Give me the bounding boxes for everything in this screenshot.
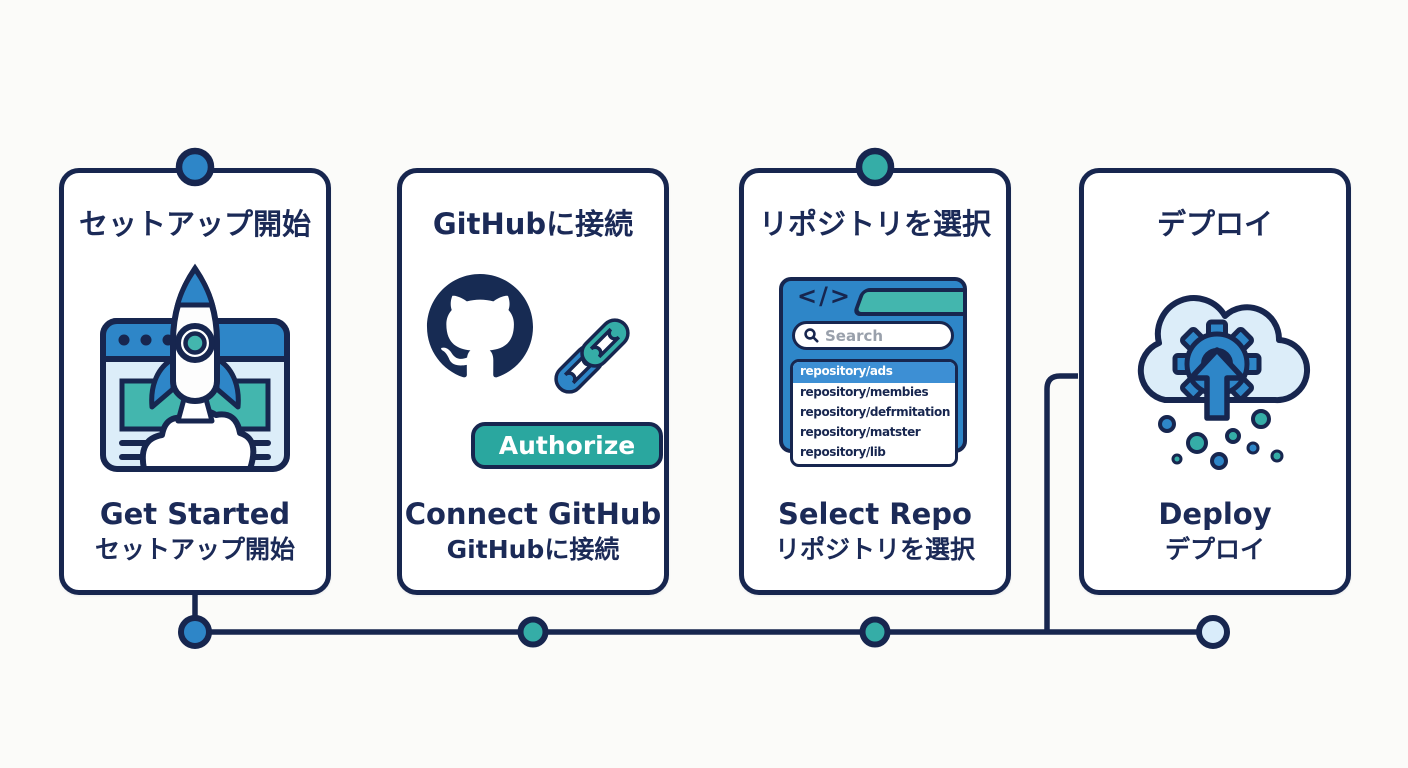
repo-row[interactable]: repository/membies	[800, 384, 929, 399]
repo-row-selected[interactable]: repository/ads	[793, 362, 955, 383]
step-title: デプロイ	[1156, 207, 1273, 241]
timeline-dot-1	[178, 615, 212, 649]
rocket-icon	[149, 264, 241, 424]
folder-tab	[851, 288, 963, 317]
step-label-jp: セットアップ開始	[94, 534, 295, 564]
upload-arrow-icon	[1188, 347, 1246, 422]
authorize-button[interactable]: Authorize	[470, 421, 664, 470]
step-card-deploy: デプロイ	[1079, 168, 1351, 595]
step-card-get-started: セットアップ開始	[59, 168, 331, 595]
step-label-jp: GitHubに接続	[446, 534, 620, 564]
timeline-branch	[1044, 373, 1078, 632]
step-title: リポジトリを選択	[758, 207, 991, 241]
search-placeholder: Search	[825, 326, 884, 345]
repo-row[interactable]: repository/defrmitation	[800, 404, 951, 419]
timeline-dot-3	[859, 616, 891, 648]
deploy-particles	[1158, 409, 1284, 471]
code-glyph: </>	[797, 282, 852, 311]
github-icon	[427, 273, 533, 378]
repo-row[interactable]: repository/lib	[800, 445, 886, 460]
cloud-deploy-icon	[1137, 295, 1311, 471]
timeline-dot-4	[1196, 615, 1230, 649]
chain-link-icon	[554, 318, 630, 394]
repo-row[interactable]: repository/matster	[800, 424, 921, 439]
search-icon	[804, 328, 819, 343]
rocket-browser-icon	[100, 264, 290, 473]
repo-picker: </> Search repository/ads repository/mem…	[777, 277, 973, 468]
step-label-jp: デプロイ	[1164, 534, 1265, 564]
step-card-select-repo: リポジトリを選択 </> Search repository/ads repos…	[739, 168, 1011, 595]
step-label-en: Select Repo	[777, 496, 972, 531]
repo-list: repository/ads repository/membies reposi…	[790, 359, 958, 468]
timeline-dot-2	[517, 616, 549, 648]
step-label-en: Get Started	[99, 496, 291, 531]
step-label-en: Connect GitHub	[404, 496, 662, 531]
step-label-en: Deploy	[1158, 496, 1272, 531]
step-card-connect-github: GitHubに接続	[397, 168, 669, 595]
step-title: GitHubに接続	[432, 207, 634, 241]
step-title: セットアップ開始	[78, 207, 311, 241]
search-bar[interactable]: Search	[792, 321, 954, 351]
step-label-jp: リポジトリを選択	[774, 534, 975, 564]
